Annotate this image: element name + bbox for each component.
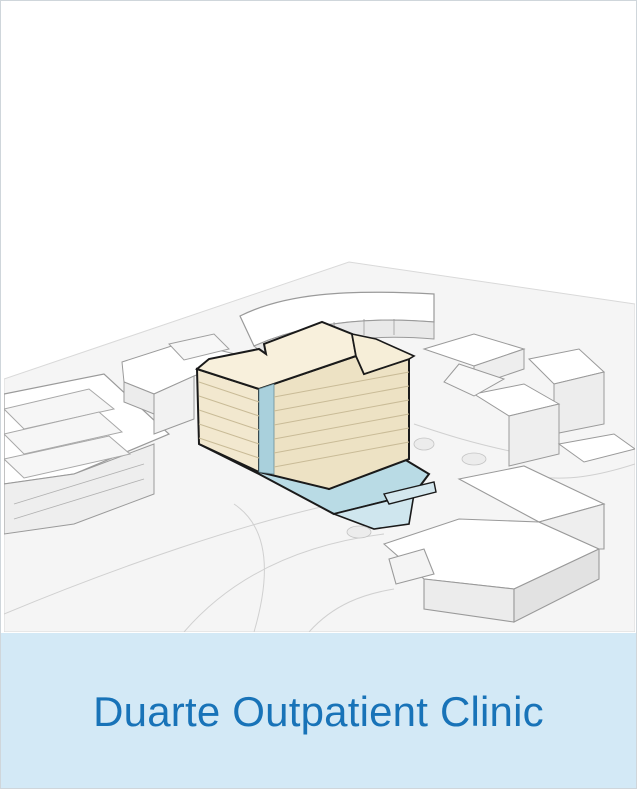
back-left-building [121, 333, 246, 435]
right-buildings [422, 333, 635, 467]
landscape-shadows [346, 437, 487, 539]
bottom-right-building [382, 465, 606, 623]
caption-bar[interactable]: Duarte Outpatient Clinic [1, 633, 636, 788]
clinic-building [194, 320, 437, 530]
building-render-image [4, 4, 635, 632]
project-title[interactable]: Duarte Outpatient Clinic [93, 687, 544, 735]
